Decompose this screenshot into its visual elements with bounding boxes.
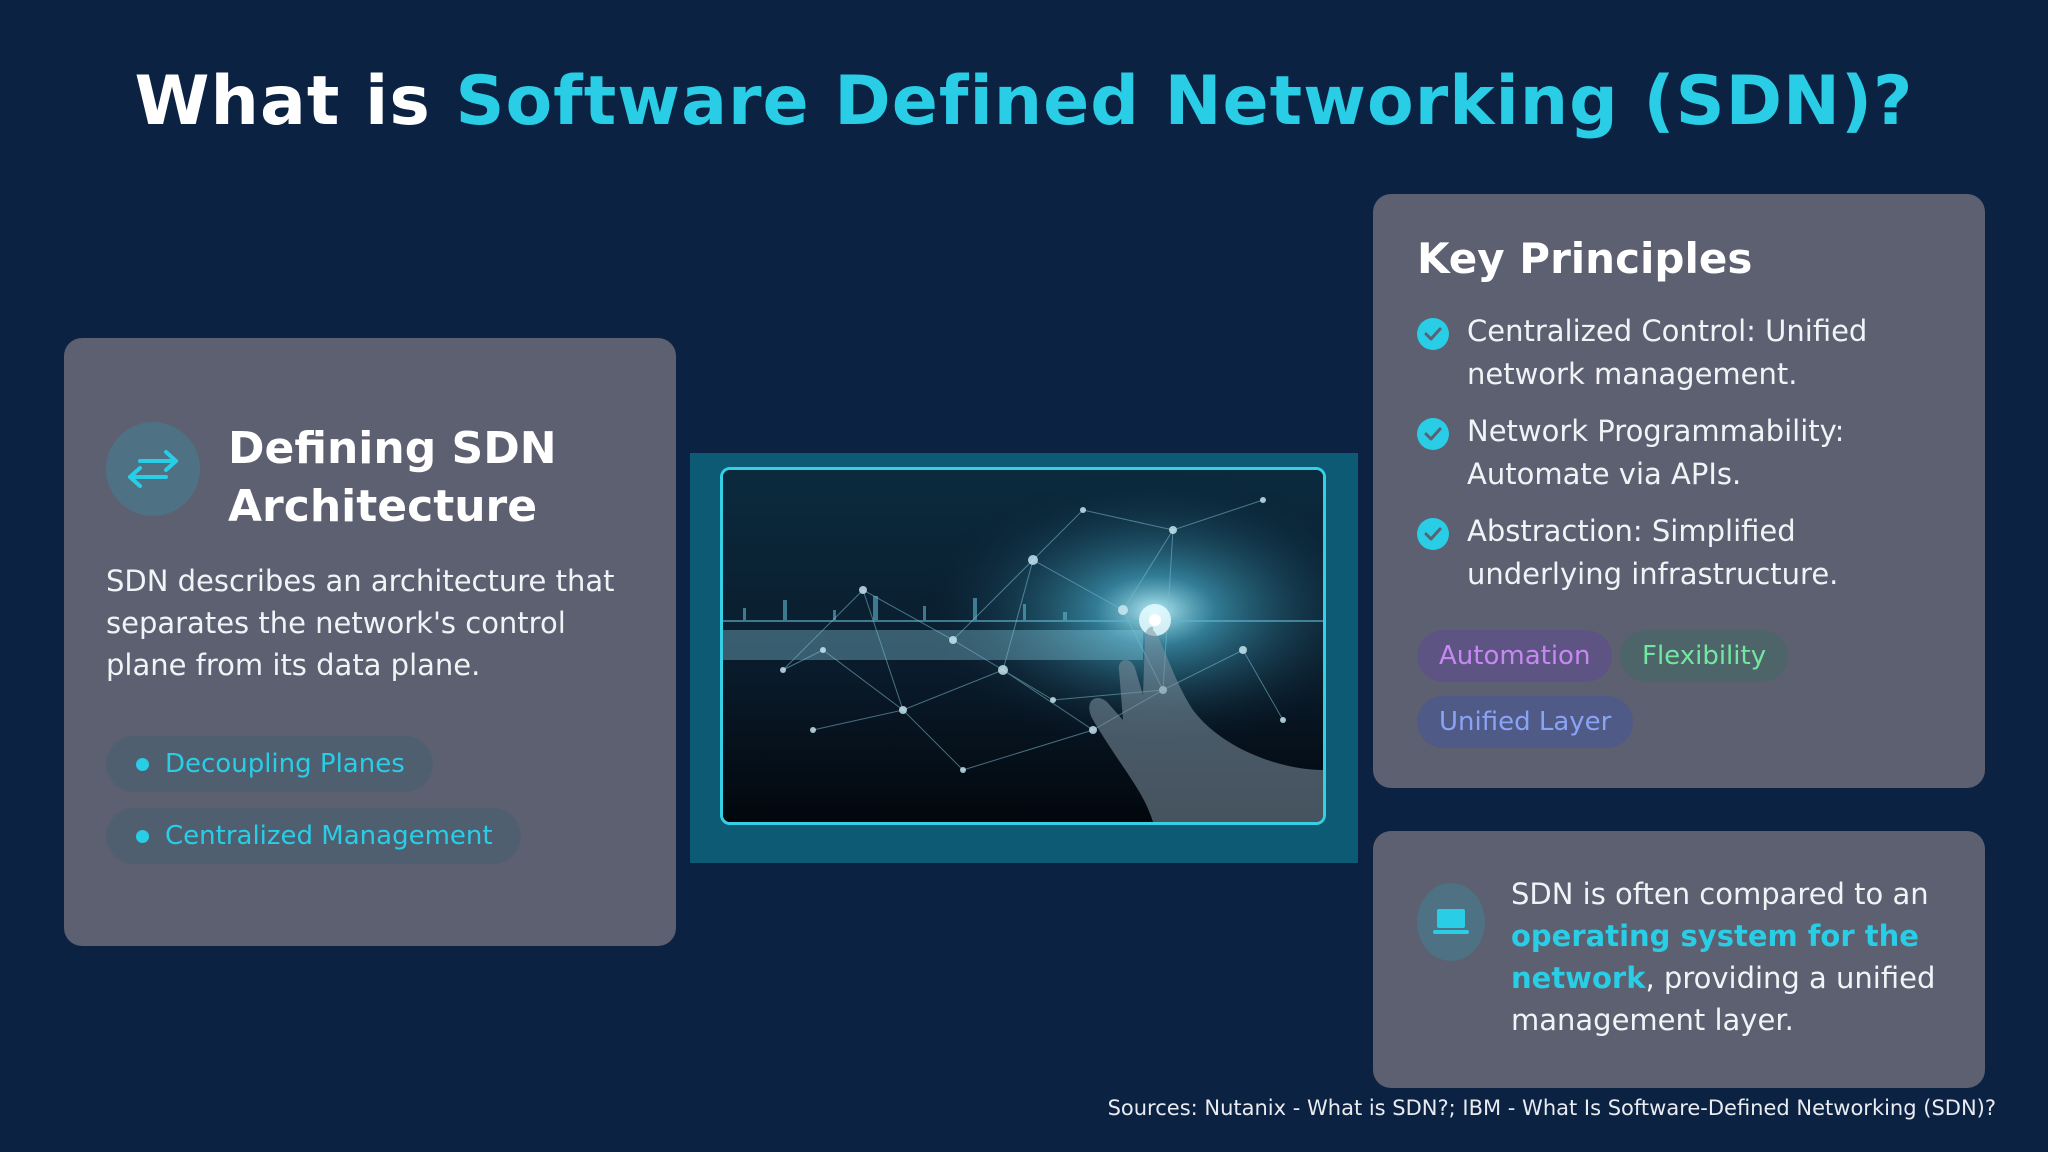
arrows-left-right-icon (106, 422, 200, 516)
principles-title: Key Principles (1417, 234, 1753, 283)
os-comparison-card: SDN is often compared to an operating sy… (1373, 831, 1985, 1088)
principle-item: Network Programmability: Automate via AP… (1417, 414, 1957, 496)
bullet-dot-icon (136, 829, 149, 843)
os-text-highlight: operating system for the network (1511, 919, 1919, 995)
pill-label: Decoupling Planes (165, 749, 405, 779)
network-image-frame (690, 453, 1358, 863)
defining-sdn-card: Defining SDN Architecture SDN describes … (64, 338, 676, 946)
tag-automation: Automation (1417, 630, 1613, 682)
principle-text: Centralized Control: Unified network man… (1467, 314, 1868, 391)
title-accent: Software Defined Networking (SDN)? (455, 62, 1914, 141)
check-circle-icon (1417, 418, 1449, 450)
os-text-before: SDN is often compared to an (1511, 877, 1929, 911)
os-text-after: , providing a unified management layer. (1511, 961, 1936, 1037)
sources-footnote: Sources: Nutanix - What is SDN?; IBM - W… (1107, 1096, 1996, 1120)
network-illustration (723, 470, 1323, 822)
card-heading: Defining SDN Architecture (228, 423, 557, 532)
tag-unified-layer: Unified Layer (1417, 696, 1634, 748)
principle-text: Network Programmability: Automate via AP… (1467, 414, 1845, 491)
tag-flexibility: Flexibility (1620, 630, 1789, 682)
tag-decoupling-planes: Decoupling Planes (106, 736, 433, 792)
check-circle-icon (1417, 518, 1449, 550)
principle-item: Abstraction: Simplified underlying infra… (1417, 514, 1957, 596)
key-principles-card: Key Principles Centralized Control: Unif… (1373, 194, 1985, 788)
title-prefix: What is (134, 62, 456, 141)
network-hand-image (720, 467, 1326, 825)
tag-centralized-management: Centralized Management (106, 808, 521, 864)
principle-item: Centralized Control: Unified network man… (1417, 314, 1957, 396)
principle-text: Abstraction: Simplified underlying infra… (1467, 514, 1839, 591)
os-comparison-text: SDN is often compared to an operating sy… (1511, 873, 1961, 1041)
card-description: SDN describes an architecture that separ… (106, 564, 615, 682)
slide-title: What is Software Defined Networking (SDN… (0, 62, 2048, 141)
bullet-dot-icon (136, 757, 149, 771)
pill-label: Centralized Management (165, 821, 493, 851)
check-circle-icon (1417, 318, 1449, 350)
laptop-icon (1417, 883, 1485, 961)
